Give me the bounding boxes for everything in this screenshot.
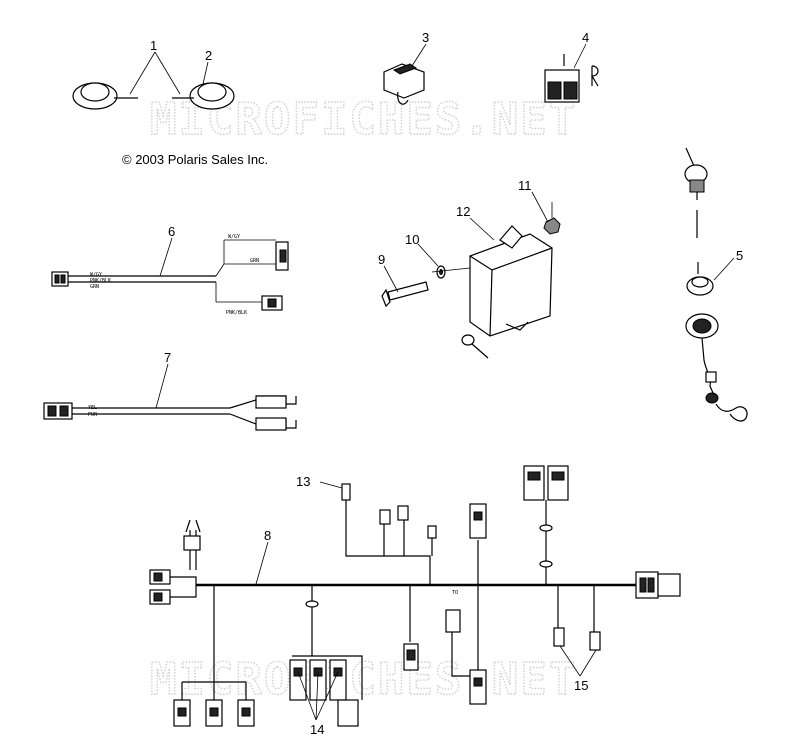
leader-9 xyxy=(383,265,399,293)
callout-12: 12 xyxy=(456,204,470,219)
wire-label-7b: PUR xyxy=(88,412,98,418)
leader-15b xyxy=(579,649,597,677)
leader-14a xyxy=(297,671,317,721)
callout-11: 11 xyxy=(518,178,532,193)
leader-2 xyxy=(202,61,209,85)
bolt-axis xyxy=(431,267,471,273)
wire-label-6a: W/GY xyxy=(228,234,240,240)
callout-8: 8 xyxy=(264,528,271,543)
callout-14: 14 xyxy=(310,722,324,737)
part-6-harness: W/GY GRN PNK/BLK W/GY PNK/BLK GRN xyxy=(51,234,289,316)
part-10-washer xyxy=(436,265,446,279)
leader-6 xyxy=(159,237,173,277)
leader-1b xyxy=(154,51,181,95)
part-11-nut xyxy=(543,217,561,235)
callout-13: 13 xyxy=(296,474,310,489)
wire-label-6b: GRN xyxy=(250,258,259,264)
wire-label-6f: GRN xyxy=(90,284,99,290)
leader-12 xyxy=(469,217,495,241)
leader-3 xyxy=(411,43,427,67)
callout-5: 5 xyxy=(736,248,743,263)
wire-label-6c: PNK/BLK xyxy=(226,310,247,316)
wire-label-7a: YEL xyxy=(88,405,97,411)
part-5-key-switch xyxy=(684,147,748,422)
wire-label-6e: PNK/BLK xyxy=(90,278,111,284)
leader-15a xyxy=(559,645,581,677)
leader-11 xyxy=(531,191,549,223)
part-2-cap xyxy=(172,82,235,110)
callout-15: 15 xyxy=(574,678,588,693)
part-1-cap xyxy=(72,82,138,110)
copyright: © 2003 Polaris Sales Inc. xyxy=(122,152,268,167)
part-9-bolt xyxy=(381,281,429,308)
leader-13 xyxy=(319,481,343,489)
callout-4: 4 xyxy=(582,30,589,45)
wire-label-6d: W/GY xyxy=(90,272,102,278)
callout-7: 7 xyxy=(164,350,171,365)
callout-1: 1 xyxy=(150,38,157,53)
callout-2: 2 xyxy=(205,48,212,63)
callout-6: 6 xyxy=(168,224,175,239)
part-4-connector xyxy=(544,54,599,103)
leader-14c xyxy=(315,671,339,721)
callout-3: 3 xyxy=(422,30,429,45)
part-12-cdi-box xyxy=(461,225,553,359)
leader-8 xyxy=(255,541,269,585)
leader-7 xyxy=(155,363,169,409)
watermark-bottom: MICROFICHES.NET xyxy=(150,654,577,705)
callout-10: 10 xyxy=(405,232,419,247)
leader-1a xyxy=(129,51,156,95)
wire-label-8: TO xyxy=(452,590,458,596)
leader-5 xyxy=(713,257,735,281)
part-3-switch xyxy=(383,63,425,105)
part-8-main-harness: TO xyxy=(149,465,681,727)
leader-14b xyxy=(315,671,319,721)
leader-10 xyxy=(417,243,439,267)
part-7-harness: YEL PUR xyxy=(43,395,297,431)
leader-4 xyxy=(573,43,587,69)
callout-9: 9 xyxy=(378,252,385,267)
